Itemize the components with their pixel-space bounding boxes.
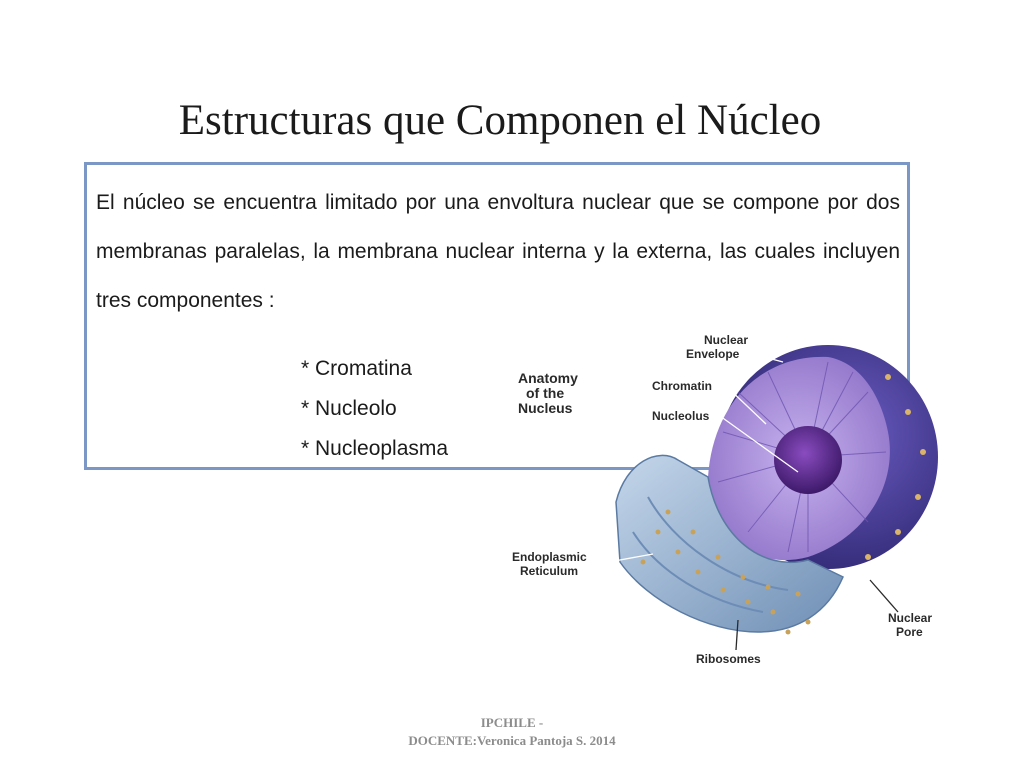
figure-heading-line: of the <box>526 385 564 401</box>
nucleus-anatomy-figure: Anatomy of the Nucleus Nuclear Envelope … <box>512 333 938 666</box>
slide-footer: IPCHILE - DOCENTE:Veronica Pantoja S. 20… <box>340 714 684 750</box>
leader-line <box>719 415 799 473</box>
slide-title: Estructuras que Componen el Núcleo <box>178 97 822 144</box>
leader-line <box>725 385 767 425</box>
figure-heading-line: Nucleus <box>518 400 573 416</box>
label-nuclear-envelope: Envelope <box>686 347 740 361</box>
leader-line <box>752 353 784 363</box>
figure-heading-line: Anatomy <box>518 370 578 386</box>
endoplasmic-reticulum-shape <box>615 454 844 633</box>
list-item: * Nucleolo <box>301 397 397 420</box>
label-endoplasmic-reticulum: Endoplasmic <box>512 550 587 564</box>
nucleolus-shape <box>774 426 842 494</box>
reticulum-fold <box>632 531 764 613</box>
label-chromatin: Chromatin <box>652 379 712 393</box>
list-item: * Cromatina <box>301 357 412 380</box>
list-item: * Nucleoplasma <box>301 437 449 460</box>
label-ribosomes: Ribosomes <box>696 652 761 666</box>
leader-line <box>869 579 899 613</box>
ribosome-dots <box>640 509 811 635</box>
components-list: * Cromatina * Nucleolo * Nucleoplasma <box>301 349 448 469</box>
footer-line: DOCENTE:Veronica Pantoja S. 2014 <box>408 733 616 748</box>
leader-line <box>597 553 654 565</box>
label-nucleolus: Nucleolus <box>652 409 710 423</box>
leader-line <box>735 619 739 651</box>
label-nuclear-pore: Nuclear <box>888 611 932 625</box>
label-nuclear-envelope: Nuclear <box>704 333 748 347</box>
nuclear-pore-dots <box>865 374 926 560</box>
intro-paragraph: El núcleo se encuentra limitado por una … <box>96 191 900 312</box>
label-endoplasmic-reticulum: Reticulum <box>520 564 578 578</box>
footer-line: IPCHILE - <box>480 715 544 730</box>
label-nuclear-pore: Pore <box>896 625 923 639</box>
